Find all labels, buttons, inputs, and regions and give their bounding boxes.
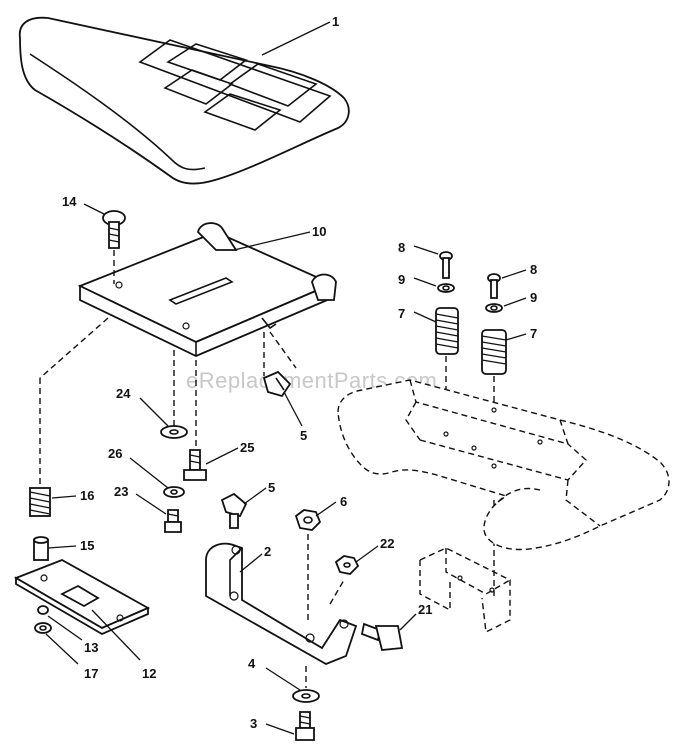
spring-16 [29, 487, 51, 517]
leader-7b [505, 333, 527, 341]
leader-12 [91, 609, 141, 661]
leader-1 [261, 21, 331, 56]
washer-26 [163, 486, 185, 498]
dash-line [329, 579, 345, 605]
callout-1: 1 [332, 14, 339, 29]
callout-22: 22 [380, 536, 394, 551]
washer-9b [485, 303, 503, 313]
bolt-3 [295, 711, 315, 741]
bolt-8b [487, 273, 501, 299]
callout-4: 4 [248, 656, 256, 671]
callout-25: 25 [240, 440, 254, 455]
spring-7a [435, 307, 459, 355]
leader-2 [239, 553, 263, 573]
callout-8b: 8 [530, 262, 537, 277]
seat-pan-10 [77, 222, 337, 357]
washer-4 [292, 689, 320, 703]
leader-13 [47, 615, 83, 641]
leader-24 [139, 397, 169, 427]
washer-9a [437, 283, 455, 293]
knob-5-upper [262, 370, 292, 398]
washer-24 [160, 425, 188, 439]
leader-5a [283, 391, 303, 427]
tractor-frame-phantom [337, 379, 670, 634]
leader-17 [45, 633, 79, 665]
leader-3 [265, 723, 295, 735]
spacer-15 [33, 536, 49, 561]
callout-8a: 8 [398, 240, 405, 255]
bolt-8a [439, 251, 453, 279]
callout-9a: 9 [398, 272, 405, 287]
leader-9a [413, 277, 437, 287]
callout-23: 23 [114, 484, 128, 499]
leader-9b [503, 297, 527, 307]
leader-26 [129, 457, 169, 489]
callout-2: 2 [264, 544, 271, 559]
leader-14 [83, 203, 105, 215]
seat-part [18, 16, 350, 185]
bolt-21 [360, 622, 404, 651]
dash-line [269, 331, 297, 369]
callout-17: 17 [84, 666, 98, 681]
callout-7a: 7 [398, 306, 405, 321]
nut-13 [37, 605, 49, 615]
leader-6 [315, 501, 337, 517]
callout-6: 6 [340, 494, 347, 509]
leader-5b [243, 487, 267, 505]
callout-5a: 5 [300, 428, 307, 443]
spring-7b [481, 329, 507, 375]
callout-10: 10 [312, 224, 326, 239]
leader-10 [233, 231, 311, 251]
dash-line [39, 317, 109, 379]
leader-16 [51, 495, 77, 499]
callout-7b: 7 [530, 326, 537, 341]
callout-9b: 9 [530, 290, 537, 305]
callout-24: 24 [116, 386, 131, 401]
leader-23 [135, 493, 167, 515]
callout-13: 13 [84, 640, 98, 655]
leader-22 [355, 545, 379, 563]
callout-21: 21 [418, 602, 432, 617]
callout-16: 16 [80, 488, 94, 503]
washer-17 [34, 622, 52, 634]
callout-12: 12 [142, 666, 156, 681]
leader-15 [47, 545, 77, 549]
bolt-14 [102, 210, 126, 249]
leader-21 [399, 613, 417, 631]
seat-bracket-2 [205, 542, 358, 665]
callout-5b: 5 [268, 480, 275, 495]
leader-8a [413, 245, 439, 255]
leader-8b [501, 269, 527, 279]
bracket-plate-12 [13, 559, 151, 636]
bolt-25 [183, 449, 207, 481]
bolt-23 [164, 509, 182, 533]
leader-7a [413, 311, 437, 323]
knob-5-lower [220, 492, 248, 529]
nut-6 [294, 509, 322, 531]
leader-25 [205, 447, 239, 465]
callout-15: 15 [80, 538, 94, 553]
callout-14: 14 [62, 194, 77, 209]
leader-4 [265, 667, 301, 691]
callout-26: 26 [108, 446, 122, 461]
nut-22 [334, 555, 360, 575]
callout-3: 3 [250, 716, 257, 731]
